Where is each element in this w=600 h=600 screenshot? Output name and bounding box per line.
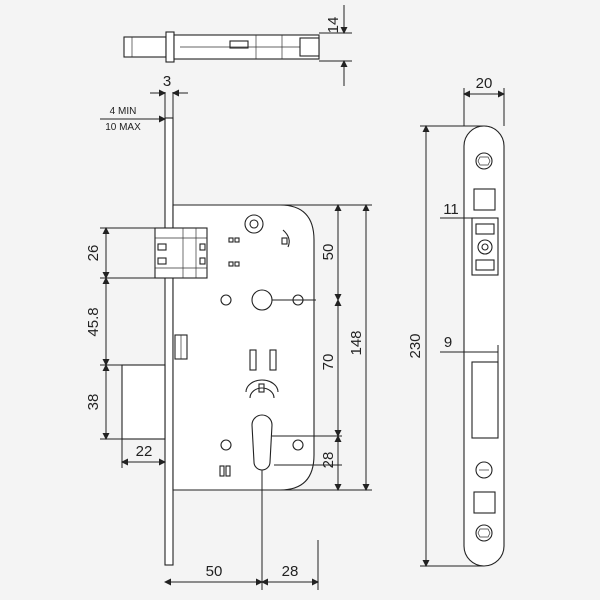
dim-faceplate-width: 20 bbox=[476, 75, 493, 92]
dim-faceplate-length: 230 bbox=[407, 333, 424, 358]
side-view: 3 4 MIN 10 MAX 26 45.8 38 22 50 28 bbox=[85, 73, 372, 590]
dim-backset-max: 10 MAX bbox=[105, 122, 141, 133]
dim-latch-height: 26 bbox=[85, 245, 102, 262]
top-faceplate bbox=[165, 31, 175, 63]
dim-case-height: 148 bbox=[348, 330, 365, 355]
top-view: 14 bbox=[123, 5, 352, 86]
deadbolt bbox=[121, 364, 166, 440]
latch-bolt bbox=[154, 227, 208, 279]
dim-backset: 50 bbox=[206, 563, 223, 580]
screw-icon bbox=[475, 461, 493, 479]
dim-handle-to-cylinder: 70 bbox=[320, 354, 337, 371]
screw-icon bbox=[475, 524, 493, 542]
dim-top-thickness: 14 bbox=[325, 17, 342, 34]
bolt-opening bbox=[471, 361, 499, 439]
dim-cylinder-to-bottom: 28 bbox=[320, 452, 337, 469]
screw-icon bbox=[244, 214, 264, 234]
side-faceplate bbox=[164, 117, 174, 566]
dim-cylinder-offset: 28 bbox=[282, 563, 299, 580]
dim-upper-spacing: 50 bbox=[320, 244, 337, 261]
dim-latch-opening: 11 bbox=[443, 201, 459, 218]
front-view: 20 230 11 9 bbox=[407, 75, 505, 567]
dim-backset-min: 4 MIN bbox=[110, 106, 137, 117]
lock-case bbox=[172, 204, 315, 491]
latch-opening bbox=[471, 217, 499, 276]
dim-deadbolt-height: 38 bbox=[85, 394, 102, 411]
dim-latch-to-deadbolt: 45.8 bbox=[85, 307, 102, 336]
cylinder-hole bbox=[251, 414, 273, 471]
screw-icon bbox=[475, 152, 493, 170]
cam bbox=[245, 379, 279, 393]
dim-faceplate-thickness: 3 bbox=[163, 73, 171, 90]
dim-deadbolt-throw: 22 bbox=[136, 443, 153, 460]
top-spindle bbox=[123, 36, 167, 58]
dim-bolt-opening: 9 bbox=[444, 334, 452, 351]
